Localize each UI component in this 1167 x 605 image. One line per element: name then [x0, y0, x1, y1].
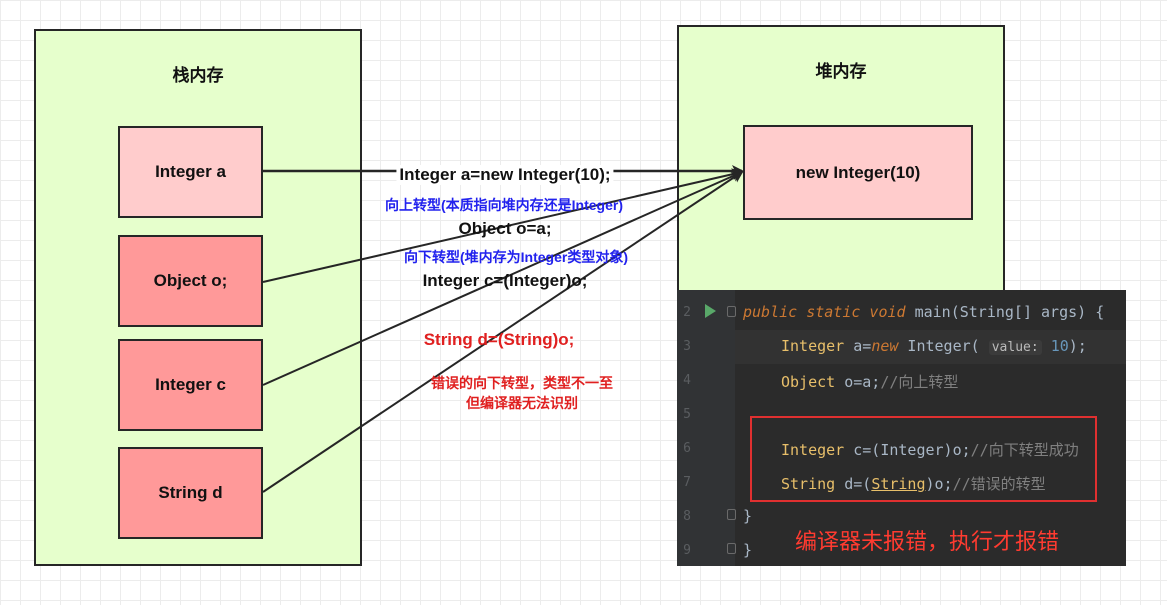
line-number: 9	[683, 543, 691, 558]
line-number: 6	[683, 441, 691, 456]
code-line-9[interactable]: }	[743, 541, 753, 559]
stack-memory-title: 栈内存	[172, 66, 224, 85]
code-line-6[interactable]: Integer c=(Integer)o;//向下转型成功	[781, 441, 1079, 459]
arrow-d-to-heap	[262, 170, 744, 493]
line-number: 3	[683, 339, 691, 354]
label-assign-c: Integer c=(Integer)o;	[422, 271, 588, 290]
code-line-4[interactable]: Object o=a;//向上转型	[781, 373, 959, 391]
stack-item-string-d: String d	[118, 447, 263, 539]
label-wrong-note-2: 但编译器无法识别	[466, 395, 578, 411]
code-line-2[interactable]: public static void main(String[] args) {	[743, 303, 1105, 321]
label-upcast-note: 向上转型(本质指向堆内存还是Integer)	[385, 197, 623, 213]
code-line-8[interactable]: }	[743, 507, 753, 525]
stack-item-integer-a: Integer a	[118, 126, 263, 218]
line-number: 7	[683, 475, 691, 490]
heap-object-box: new Integer(10)	[743, 125, 973, 220]
line-number: 4	[683, 373, 691, 388]
editor-note: 编译器未报错，执行才报错	[795, 530, 1060, 555]
arrow-c-to-heap	[262, 170, 744, 386]
heap-memory-title: 堆内存	[815, 62, 867, 81]
arrow-o-to-heap	[262, 168, 744, 283]
line-number: 2	[683, 305, 691, 320]
label-assign-a: Integer a=new Integer(10);	[396, 165, 614, 185]
fold-icon[interactable]	[727, 509, 736, 520]
fold-icon[interactable]	[727, 543, 736, 554]
current-line-highlight	[677, 330, 1126, 364]
label-wrong-note-1: 错误的向下转型，类型不一至	[431, 375, 613, 391]
editor-gutter	[677, 290, 735, 566]
fold-icon[interactable]	[727, 306, 736, 317]
code-line-3[interactable]: Integer a=new Integer( value: 10);	[781, 337, 1087, 355]
code-editor: 2 3 4 5 6 7 8 9 public static void main(…	[677, 290, 1126, 566]
highlight-box	[750, 416, 1097, 502]
line-number: 8	[683, 509, 691, 524]
stack-item-integer-c: Integer c	[118, 339, 263, 431]
stack-item-object-o: Object o;	[118, 235, 263, 327]
label-downcast-note: 向下转型(堆内存为Integer类型对象)	[404, 249, 628, 265]
run-icon[interactable]	[705, 304, 716, 318]
label-assign-d: String d=(String)o;	[423, 330, 575, 349]
line-number: 5	[683, 407, 691, 422]
label-assign-o: Object o=a;	[458, 219, 552, 238]
code-line-7[interactable]: String d=(String)o;//错误的转型	[781, 475, 1046, 493]
